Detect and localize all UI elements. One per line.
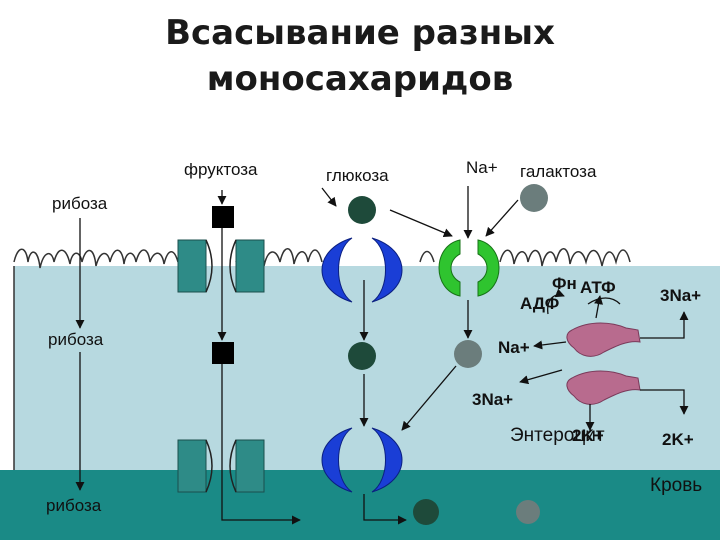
diagram-title: Всасывание разных моносахаридов <box>0 10 720 102</box>
label-galactose: галактоза <box>520 162 597 181</box>
transport-arrows <box>75 186 689 525</box>
title-line-2: моносахаридов <box>206 59 514 99</box>
galactose-ball-top <box>520 184 548 212</box>
glut5-basolateral <box>177 439 265 493</box>
label-ribose-bottom: рибоза <box>46 496 102 515</box>
label-adf: АДФ <box>520 294 560 313</box>
label-fructose: фруктоза <box>184 160 258 179</box>
glut5-apical <box>177 239 265 293</box>
label-blood: Кровь <box>650 475 703 496</box>
fructose-square-mid <box>212 342 234 364</box>
label-three-na-mid: 3Na+ <box>472 390 514 409</box>
title-line-1: Всасывание разных <box>165 13 555 53</box>
glucose-ball-blood <box>413 499 439 525</box>
blood-region <box>0 470 720 540</box>
label-glucose: глюкоза <box>326 166 389 185</box>
label-atf: АТФ <box>580 278 616 297</box>
label-three-na-right: 3Na+ <box>660 286 702 305</box>
label-na-pump: Na+ <box>498 338 530 357</box>
brush-border <box>13 247 631 269</box>
sglt-basolateral <box>321 427 403 493</box>
label-enterocyte: Энтероцит <box>510 425 605 446</box>
label-ribose-mid: рибоза <box>48 330 104 349</box>
fructose-square-top <box>212 206 234 228</box>
label-na-top: Na+ <box>466 158 498 177</box>
galactose-ball-blood <box>516 500 540 524</box>
na-k-pump <box>566 322 641 405</box>
glucose-ball-top <box>348 196 376 224</box>
glucose-ball-mid <box>348 342 376 370</box>
sglt-apical <box>321 237 403 303</box>
galactose-ball-mid <box>454 340 482 368</box>
label-fn: Фн <box>552 274 577 293</box>
galactose-transporter <box>438 239 500 297</box>
label-two-k-right: 2K+ <box>662 430 694 449</box>
label-two-k-over: 2K+ <box>572 426 604 445</box>
label-ribose-top: рибоза <box>52 194 108 213</box>
